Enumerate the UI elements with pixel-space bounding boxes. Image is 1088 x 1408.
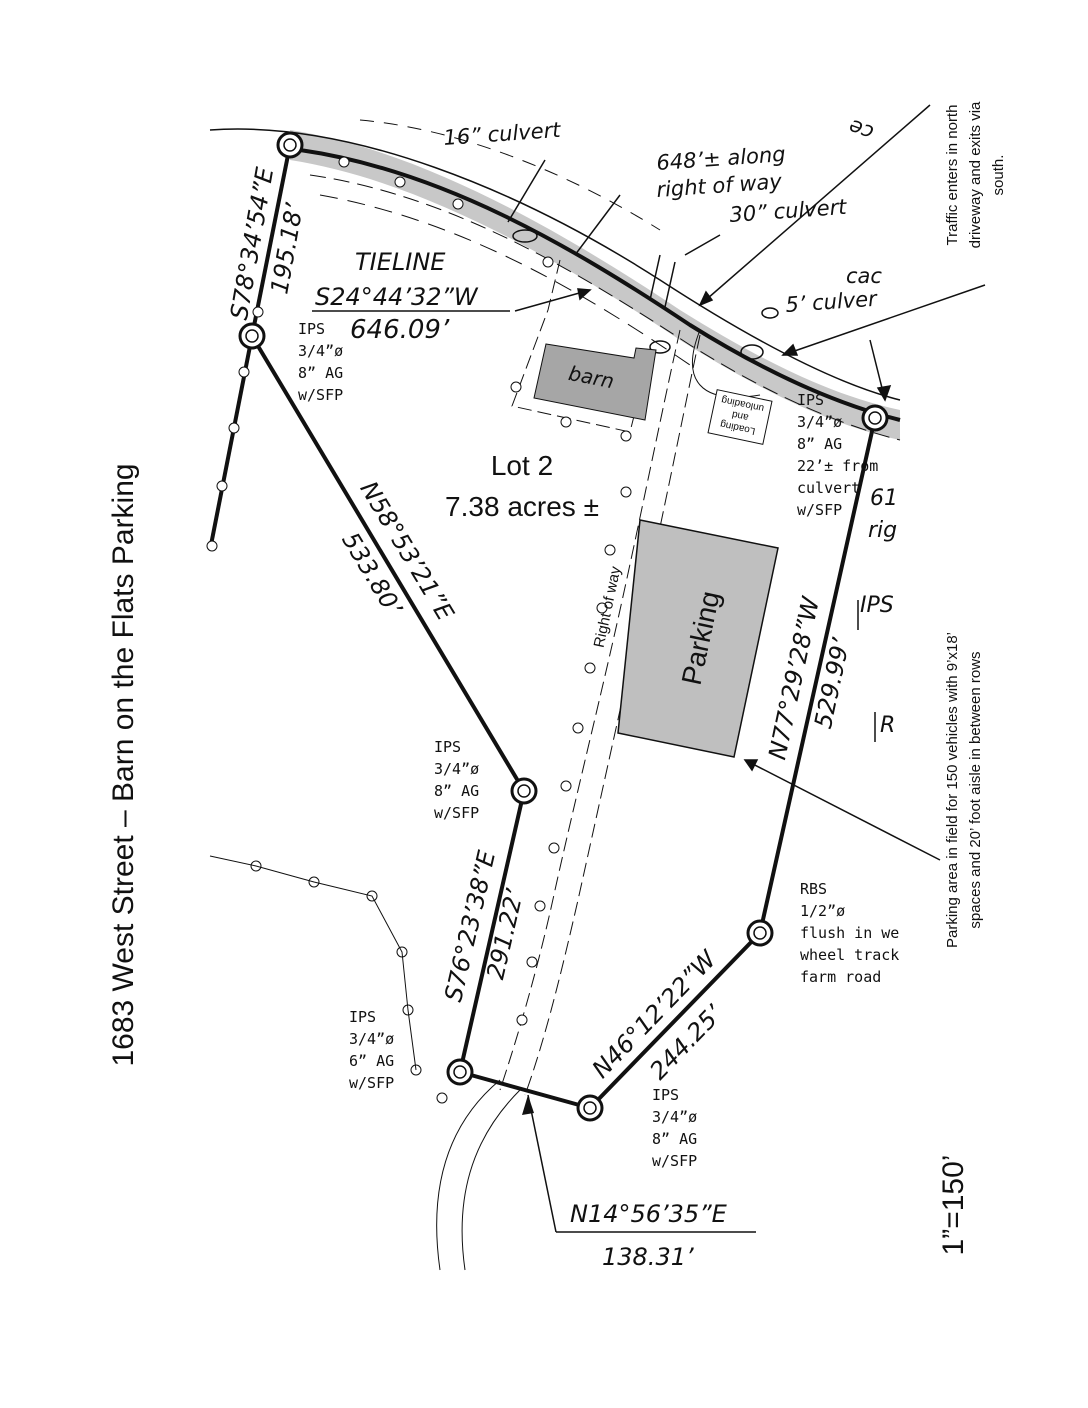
svg-text:6” AG: 6” AG <box>349 1052 394 1070</box>
tieline-distance: 646.09’ <box>350 315 450 345</box>
loading-area: Loading and unloading <box>707 389 773 445</box>
note-ips-south: IPS 3/4”ø 8” AG w/SFP <box>652 1086 697 1170</box>
callout-arrows <box>507 104 986 861</box>
parking-note-line-2: spaces and 20’ foot aisle in between row… <box>967 651 984 928</box>
svg-text:w/SFP: w/SFP <box>434 804 479 822</box>
culvert-5-label: 5’ culver <box>785 287 879 317</box>
svg-text:3/4”ø: 3/4”ø <box>298 342 343 360</box>
note-ips-ne: IPS 3/4”ø 8” AG 22’± from culvert w/SFP <box>797 391 878 519</box>
lot-boundary <box>208 144 877 1110</box>
traffic-annotation: Traffic enters in north driveway and exi… <box>944 101 1007 248</box>
road <box>209 119 901 441</box>
svg-text:IPS: IPS <box>434 738 461 756</box>
page-title: 1683 West Street – Barn on the Flats Par… <box>107 463 140 1066</box>
tieline: TIELINE S24°44’32”W 646.09’ <box>312 248 510 345</box>
parking-note-line-1: Parking area in field for 150 vehicles w… <box>944 632 961 948</box>
lot-label: Lot 2 <box>491 450 553 481</box>
loading-line-2: and <box>731 408 750 422</box>
right-edge-labels: 61 rig IPS R <box>857 486 898 742</box>
svg-text:w/SFP: w/SFP <box>797 501 842 519</box>
monuments <box>238 131 889 1122</box>
monument-notes: IPS 3/4”ø 8” AG w/SFP IPS 3/4”ø 8” AG 22… <box>298 320 899 1170</box>
tieline-label: TIELINE <box>355 248 446 276</box>
svg-text:w/SFP: w/SFP <box>298 386 343 404</box>
svg-text:IPS: IPS <box>298 320 325 338</box>
svg-text:R: R <box>880 713 895 738</box>
svg-text:8” AG: 8” AG <box>434 782 479 800</box>
tieline-bearing: S24°44’32”W <box>315 283 479 311</box>
fence-posts <box>206 156 632 1104</box>
svg-text:8” AG: 8” AG <box>298 364 343 382</box>
cac-label: cac <box>846 264 882 288</box>
driveway-south <box>436 329 761 1271</box>
svg-text:w/SFP: w/SFP <box>349 1074 394 1092</box>
bearing-6: N14°56’35”E <box>570 1200 728 1228</box>
scale-label: 1”=150’ <box>937 1155 970 1256</box>
distance-1: 195.18’ <box>265 201 309 296</box>
right-of-way-label: Right of way <box>591 564 625 649</box>
acres-label: 7.38 acres ± <box>445 491 599 522</box>
svg-text:rig: rig <box>868 518 897 543</box>
svg-text:61: 61 <box>870 486 898 511</box>
svg-text:22’± from: 22’± from <box>797 457 878 475</box>
svg-text:IPS: IPS <box>860 593 894 618</box>
svg-text:8” AG: 8” AG <box>797 435 842 453</box>
distance-6: 138.31’ <box>602 1243 694 1271</box>
note-rbs: RBS 1/2”ø flush in we wheel track farm r… <box>800 880 899 986</box>
svg-text:IPS: IPS <box>797 391 824 409</box>
culvert-30-label: 30” culvert <box>729 195 848 227</box>
parking-area: Parking <box>617 519 779 758</box>
traffic-line-1: Traffic enters in north <box>944 105 961 246</box>
culvert-16-label: 16” culvert <box>443 118 562 150</box>
right-of-way-lines <box>499 259 701 1096</box>
note-ips-sw: IPS 3/4”ø 6” AG w/SFP <box>349 1008 394 1092</box>
svg-text:IPS: IPS <box>652 1086 679 1104</box>
svg-text:culvert: culvert <box>797 479 860 497</box>
barn: barn <box>533 343 657 421</box>
culverts <box>512 229 779 360</box>
svg-text:8” AG: 8” AG <box>652 1130 697 1148</box>
svg-text:wheel track: wheel track <box>800 946 899 964</box>
ce-label: ce <box>845 114 876 145</box>
svg-text:3/4”ø: 3/4”ø <box>434 760 479 778</box>
svg-text:RBS: RBS <box>800 880 827 898</box>
traffic-line-3: south. <box>990 155 1007 196</box>
svg-text:1/2”ø: 1/2”ø <box>800 902 845 920</box>
svg-text:flush in we: flush in we <box>800 924 899 942</box>
note-ips-west: IPS 3/4”ø 8” AG w/SFP <box>298 320 343 404</box>
along-row-label-2: right of way <box>656 169 783 202</box>
note-ips-mid: IPS 3/4”ø 8” AG w/SFP <box>434 738 479 822</box>
parking-annotation: Parking area in field for 150 vehicles w… <box>944 632 984 948</box>
svg-text:3/4”ø: 3/4”ø <box>349 1030 394 1048</box>
svg-text:IPS: IPS <box>349 1008 376 1026</box>
svg-text:3/4”ø: 3/4”ø <box>797 413 842 431</box>
svg-text:w/SFP: w/SFP <box>652 1152 697 1170</box>
traffic-line-2: driveway and exits via <box>967 101 984 248</box>
svg-text:3/4”ø: 3/4”ø <box>652 1108 697 1126</box>
svg-text:farm road: farm road <box>800 968 881 986</box>
